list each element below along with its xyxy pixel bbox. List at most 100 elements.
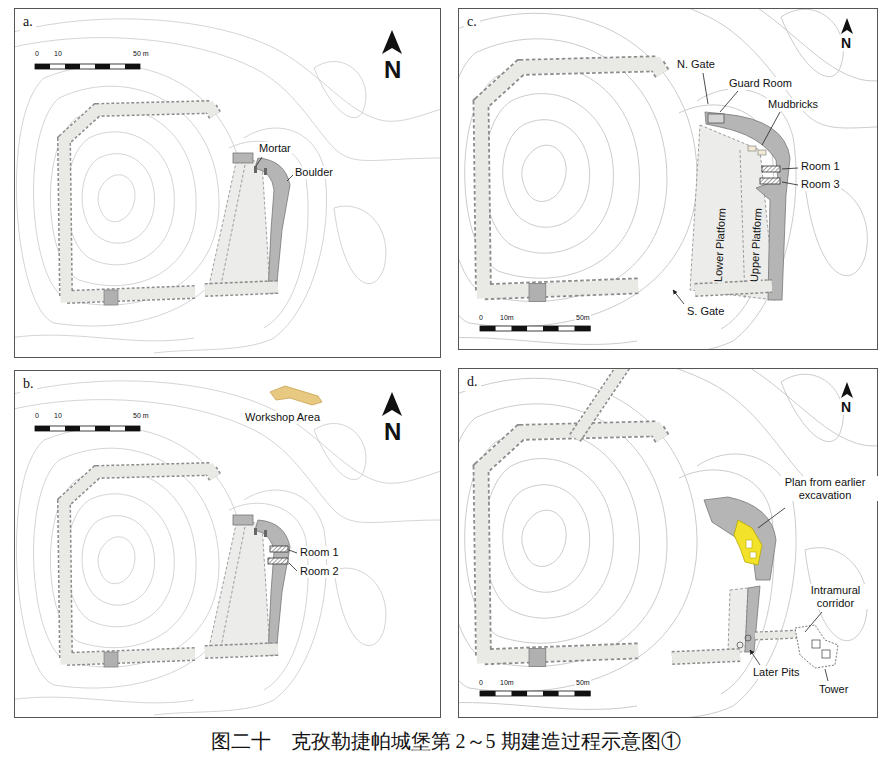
east-fortification [812, 640, 820, 648]
north-arrow [382, 392, 402, 416]
plan-label: N. Gate [676, 58, 716, 71]
plan-d [458, 368, 878, 718]
plan-label: Boulder [294, 166, 334, 179]
plan-a [14, 19, 441, 353]
east-fortification [672, 655, 740, 658]
plan-label: S. Gate [686, 305, 725, 318]
east-fortification [762, 166, 780, 172]
east-fortification [690, 125, 775, 300]
plan-label: Room 1 [800, 160, 841, 173]
leader-lines [782, 168, 798, 169]
leader-lines [703, 73, 708, 104]
scale-bar [35, 426, 140, 431]
leader-lines [750, 650, 760, 665]
plan-label: Room 3 [800, 178, 841, 191]
leader-lines [289, 550, 297, 553]
leader-lines [758, 508, 785, 528]
east-fortification [755, 634, 800, 636]
plan-label: Workshop Area [244, 411, 321, 424]
east-fortification [745, 586, 760, 652]
scale-bar [35, 64, 140, 69]
contour-lines [14, 19, 441, 353]
scale-number: 10m [499, 314, 515, 322]
scale-bar [480, 691, 590, 696]
scale-number: 50 m [132, 412, 150, 420]
scale-number: 50m [575, 679, 591, 687]
scale-number: 0 [34, 412, 40, 420]
north-arrow [841, 382, 853, 398]
contour-lines [14, 381, 441, 715]
plan-label: Tower [818, 683, 849, 696]
room-1 [270, 546, 288, 552]
leader-lines [289, 563, 297, 571]
east-fortification [755, 634, 800, 636]
north-label: N [383, 418, 402, 446]
east-fortification [737, 642, 743, 648]
west-part [458, 8, 878, 350]
panel-letter: c. [464, 13, 480, 31]
scale-number: 50m [575, 314, 591, 322]
east-fortification [795, 625, 838, 668]
leader-lines [256, 157, 293, 181]
east-fortification [205, 515, 290, 655]
west-wall [481, 429, 662, 667]
east-fortification [758, 150, 766, 155]
east-fortification [728, 588, 748, 652]
workshop-area [270, 386, 322, 405]
room-2 [268, 558, 288, 564]
east-fortification [734, 520, 762, 565]
map-panel: b. [14, 370, 441, 718]
east-fortification [750, 552, 756, 558]
north-arrow [841, 18, 853, 34]
scale-bar [480, 326, 590, 331]
scale-number: 10m [499, 679, 515, 687]
west-wall [64, 107, 215, 305]
leader-lines [782, 182, 798, 185]
panel-letter: a. [20, 13, 36, 31]
leader-lines [825, 669, 828, 681]
scale-number: 0 [478, 314, 484, 322]
east-fortification [704, 497, 776, 580]
east-fortification [672, 497, 838, 668]
east-fortification [760, 178, 780, 184]
north-label: N [383, 56, 402, 84]
leader-lines [289, 550, 297, 571]
panel-letter: d. [464, 373, 481, 391]
east-fortification [708, 114, 724, 123]
east-fortification [690, 112, 790, 300]
east-fortification [695, 286, 772, 290]
plan-label: Mudbricks [767, 98, 819, 111]
plan-label: Intramural corridor [797, 584, 874, 609]
east-fortification [745, 635, 751, 641]
east-fortification [748, 146, 756, 151]
north-wall-extension [575, 368, 625, 438]
north-wall-extension [575, 368, 625, 438]
east-fortification [672, 655, 740, 658]
north-label: N [840, 35, 852, 51]
west-part [458, 368, 878, 718]
contour-lines [458, 8, 878, 350]
north-wall-extension [575, 368, 625, 438]
east-fortification [705, 112, 790, 300]
west-wall [481, 64, 662, 302]
plan-label: Plan from earlier excavation [770, 476, 880, 501]
panel-letter: b. [20, 375, 37, 393]
scale-number: 10 [53, 412, 63, 420]
leader-lines [673, 290, 684, 304]
contour-lines [458, 368, 878, 718]
leader-lines [287, 175, 293, 181]
leader-lines [762, 112, 780, 145]
plan-b [14, 381, 441, 715]
map-panel: a. [14, 8, 441, 358]
leader-lines [256, 157, 262, 166]
east-fortification [746, 540, 752, 548]
scale-number: 10 [53, 50, 63, 58]
west-wall [64, 469, 215, 667]
north-label: N [840, 399, 852, 415]
scale-number: 50 m [132, 50, 150, 58]
plan-label: Room 1 [299, 546, 340, 559]
plan-c [458, 8, 878, 350]
scale-number: 0 [34, 50, 40, 58]
